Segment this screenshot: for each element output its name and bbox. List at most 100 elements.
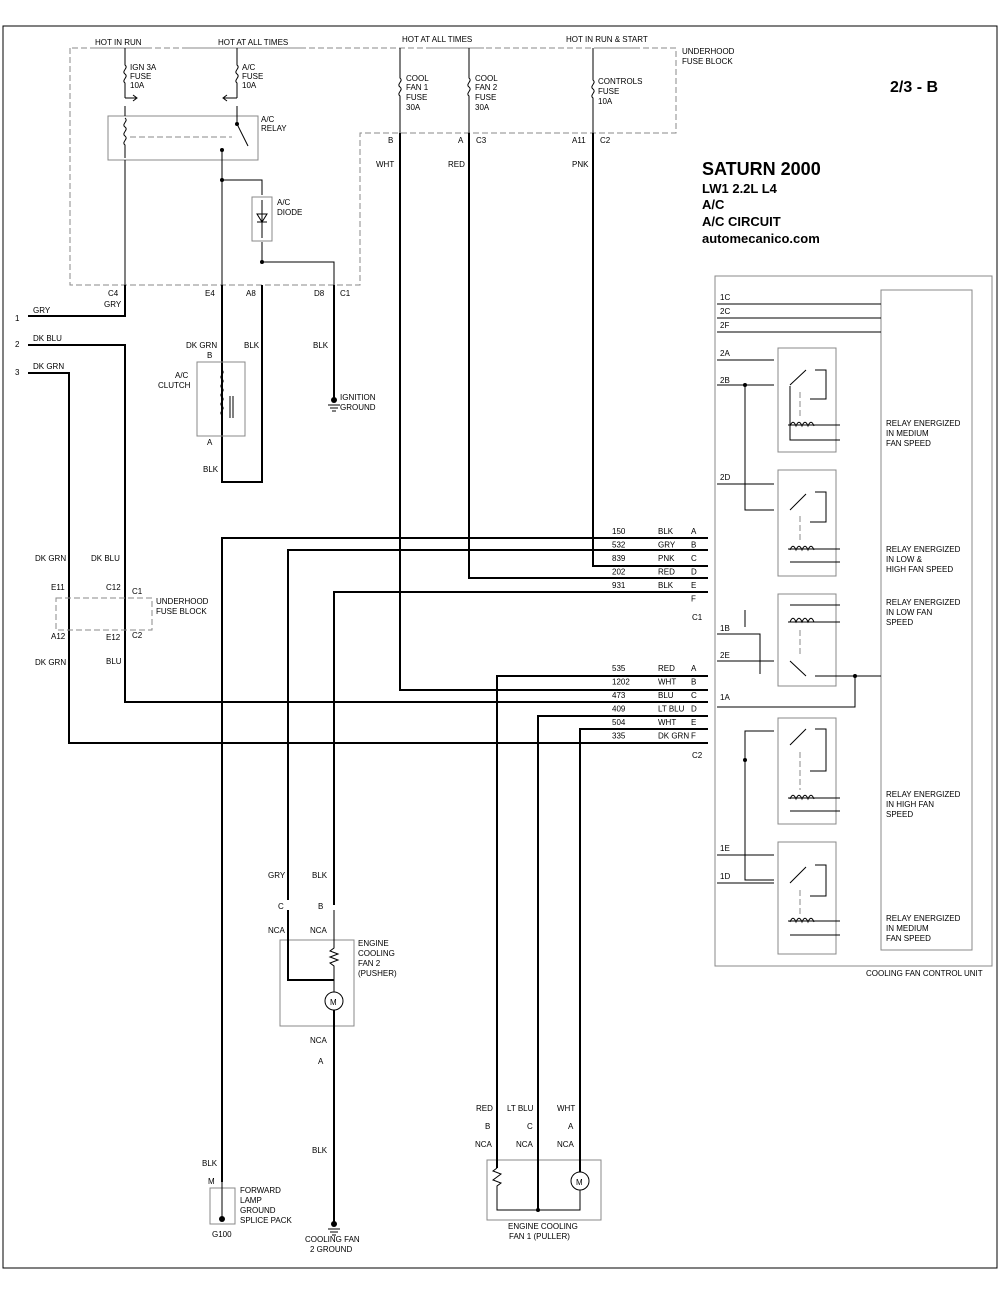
ignition-ground: BLK IGNITION GROUND xyxy=(313,285,376,412)
wire-controls-pnk xyxy=(592,133,708,567)
svg-text:PNK: PNK xyxy=(572,160,589,169)
ac-diode: A/C DIODE xyxy=(220,170,335,285)
wire-color: WHT xyxy=(658,678,676,687)
svg-text:BLK: BLK xyxy=(313,341,329,350)
svg-text:FAN 1 (PULLER): FAN 1 (PULLER) xyxy=(509,1232,570,1241)
title-system: A/C xyxy=(702,197,725,212)
svg-text:NCA: NCA xyxy=(516,1140,534,1149)
circuit-number: 535 xyxy=(612,664,626,673)
pin-letter: B xyxy=(691,541,696,550)
svg-text:RELAY ENERGIZED: RELAY ENERGIZED xyxy=(886,790,961,799)
ac-clutch: DK GRN BLK B A/C CLUTCH A BLK xyxy=(158,285,263,483)
pin-letter: D xyxy=(691,705,697,714)
svg-text:GRY: GRY xyxy=(33,306,51,315)
circuit-number: 504 xyxy=(612,718,626,727)
svg-text:COOL: COOL xyxy=(475,74,498,83)
fuse-controls: CONTROLS FUSE 10A xyxy=(591,48,642,133)
wire-color: BLK xyxy=(658,581,674,590)
svg-text:FUSE: FUSE xyxy=(475,93,496,102)
wire-cool-fan-1-wht xyxy=(399,133,708,691)
svg-text:DK BLU: DK BLU xyxy=(91,554,120,563)
circuit-number: 150 xyxy=(612,527,626,536)
pin-letter: D xyxy=(691,568,697,577)
svg-text:LT BLU: LT BLU xyxy=(507,1104,534,1113)
svg-text:BLK: BLK xyxy=(203,465,219,474)
svg-text:1A: 1A xyxy=(720,693,730,702)
circuit-number: 839 xyxy=(612,554,626,563)
svg-text:COOLING: COOLING xyxy=(358,949,395,958)
svg-text:DK GRN: DK GRN xyxy=(33,362,64,371)
svg-text:A/C: A/C xyxy=(261,115,275,124)
pin-letter: A xyxy=(691,527,697,536)
svg-text:FAN 1: FAN 1 xyxy=(406,83,429,92)
forward-lamp-ground-splice-pack: BLK M FORWARD LAMP GROUND SPLICE PACK G1… xyxy=(202,1159,293,1239)
wire-535-red xyxy=(496,675,708,1128)
svg-text:IGN 3A: IGN 3A xyxy=(130,63,157,72)
wire-409-lt-blu xyxy=(537,715,708,1128)
wire-color: LT BLU xyxy=(658,705,685,714)
svg-text:BLU: BLU xyxy=(106,657,122,666)
svg-text:NCA: NCA xyxy=(557,1140,575,1149)
svg-text:RELAY ENERGIZED: RELAY ENERGIZED xyxy=(886,598,961,607)
circuit-number: 1202 xyxy=(612,678,630,687)
svg-text:C2: C2 xyxy=(132,631,143,640)
svg-text:COOL: COOL xyxy=(406,74,429,83)
wire-cool-fan-2-red xyxy=(468,133,708,579)
wire-504-wht xyxy=(579,728,708,1128)
svg-text:(PUSHER): (PUSHER) xyxy=(358,969,397,978)
wire-1-gry xyxy=(28,285,126,317)
svg-text:NCA: NCA xyxy=(268,926,286,935)
svg-text:C: C xyxy=(278,902,284,911)
ac-relay: A/C RELAY xyxy=(107,106,287,285)
svg-text:DK GRN: DK GRN xyxy=(186,341,217,350)
svg-text:10A: 10A xyxy=(242,81,257,90)
wire-color: GRY xyxy=(658,541,676,550)
svg-text:30A: 30A xyxy=(475,103,490,112)
svg-text:IN MEDIUM: IN MEDIUM xyxy=(886,429,929,438)
svg-text:IN MEDIUM: IN MEDIUM xyxy=(886,924,929,933)
svg-text:FUSE: FUSE xyxy=(406,93,427,102)
svg-text:A/C: A/C xyxy=(175,371,189,380)
svg-text:B: B xyxy=(318,902,323,911)
svg-text:BLK: BLK xyxy=(312,871,328,880)
wire-color: BLK xyxy=(658,527,674,536)
circuit-number: 473 xyxy=(612,691,626,700)
svg-text:FAN 2: FAN 2 xyxy=(475,83,498,92)
svg-text:CONTROLS: CONTROLS xyxy=(598,77,642,86)
svg-text:1B: 1B xyxy=(720,624,730,633)
wire-color: WHT xyxy=(658,718,676,727)
svg-text:RELAY ENERGIZED: RELAY ENERGIZED xyxy=(886,545,961,554)
svg-text:BLK: BLK xyxy=(244,341,260,350)
svg-text:30A: 30A xyxy=(406,103,421,112)
wire-2-dk-blu xyxy=(28,344,708,703)
svg-text:GROUND: GROUND xyxy=(240,1206,276,1215)
svg-text:C: C xyxy=(527,1122,533,1131)
svg-text:DK BLU: DK BLU xyxy=(33,334,62,343)
svg-text:A: A xyxy=(207,438,213,447)
svg-text:B: B xyxy=(388,136,393,145)
wire-color: DK GRN xyxy=(658,732,689,741)
svg-text:2C: 2C xyxy=(720,307,730,316)
svg-text:DK GRN: DK GRN xyxy=(35,554,66,563)
svg-text:A: A xyxy=(458,136,464,145)
circuit-number: 931 xyxy=(612,581,626,590)
svg-text:2E: 2E xyxy=(720,651,730,660)
pin-letter: A xyxy=(691,664,697,673)
svg-text:C2: C2 xyxy=(600,136,611,145)
svg-text:NCA: NCA xyxy=(310,1036,328,1045)
svg-text:1E: 1E xyxy=(720,844,730,853)
svg-text:10A: 10A xyxy=(598,97,613,106)
svg-text:BLK: BLK xyxy=(202,1159,218,1168)
pin-letter: F xyxy=(691,595,696,604)
power-hot-at-all-times-2: HOT AT ALL TIMES xyxy=(402,35,472,44)
svg-text:ENGINE: ENGINE xyxy=(358,939,389,948)
svg-text:1: 1 xyxy=(15,314,20,323)
svg-text:A12: A12 xyxy=(51,632,66,641)
engine-cooling-fan-2: GRY BLK C B NCA NCA M ENGINE COOLING FAN… xyxy=(268,871,397,1254)
svg-text:FUSE BLOCK: FUSE BLOCK xyxy=(156,607,207,616)
fuse-ign3a: IGN 3A FUSE 10A xyxy=(123,48,157,102)
svg-text:A/C: A/C xyxy=(277,198,291,207)
svg-text:FAN SPEED: FAN SPEED xyxy=(886,934,931,943)
